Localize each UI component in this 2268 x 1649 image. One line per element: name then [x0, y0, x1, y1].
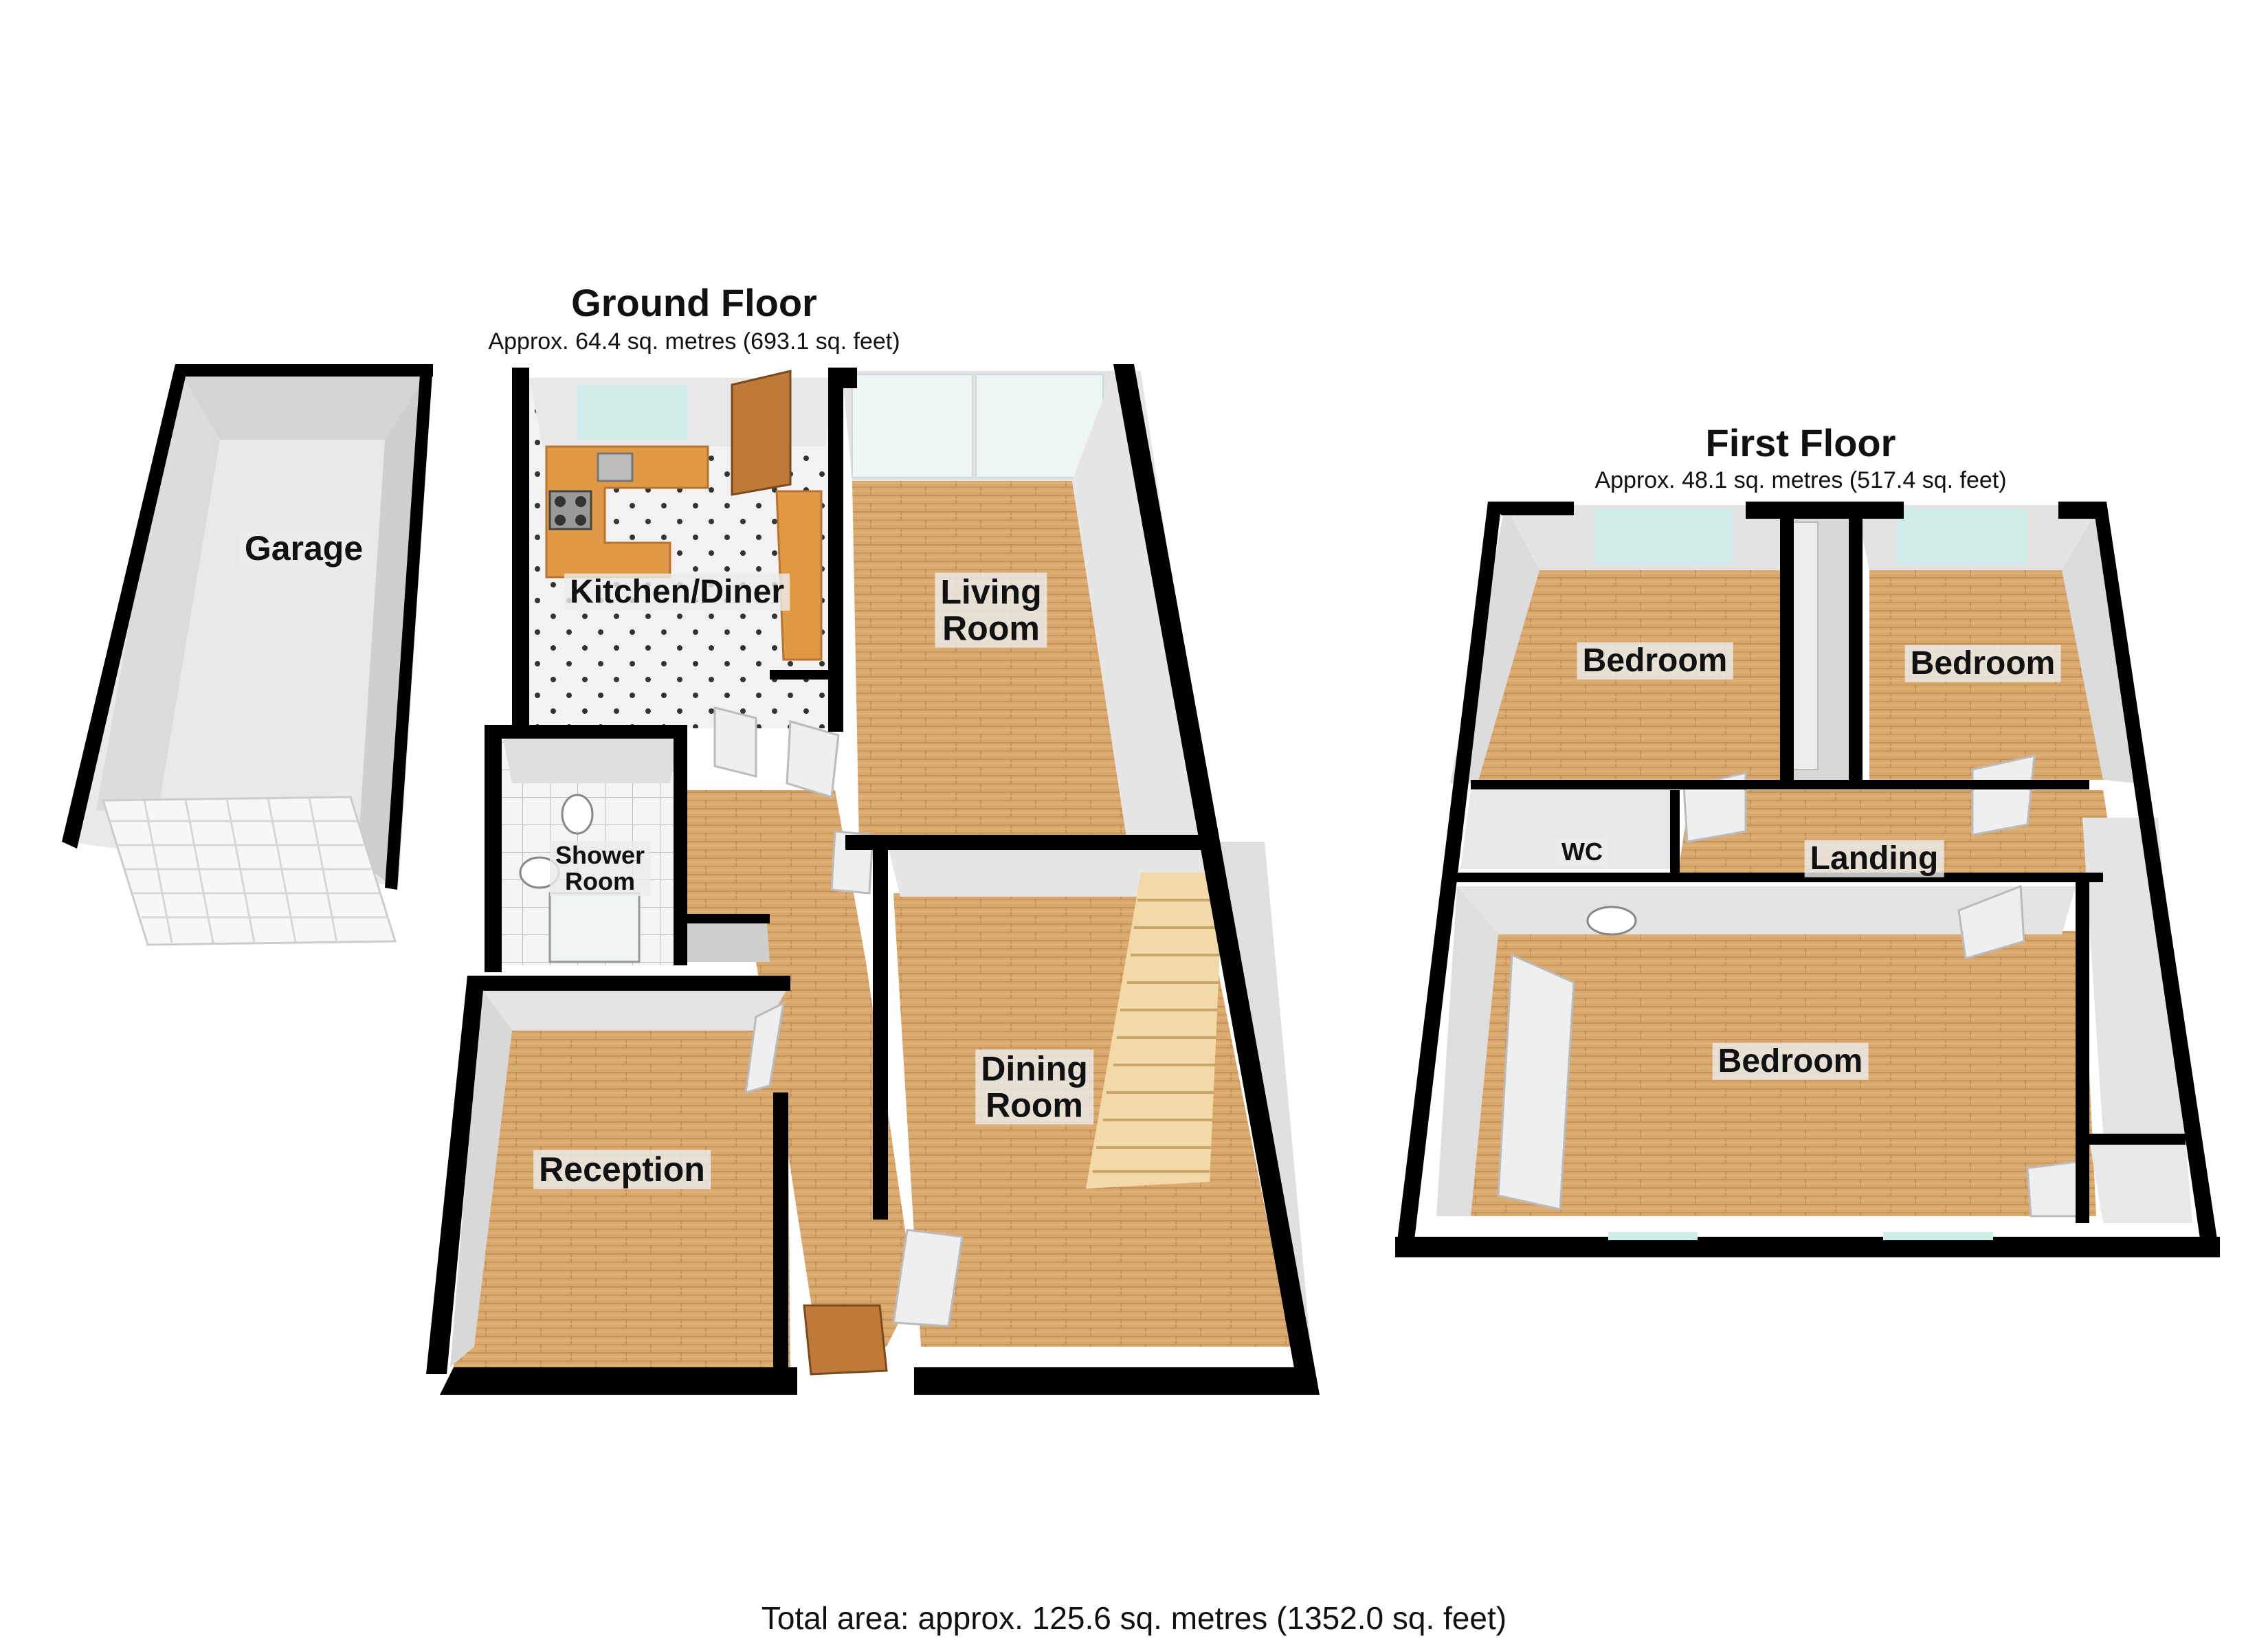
living-room-line1: Living — [940, 572, 1042, 612]
room-label-bedroom-right: Bedroom — [1904, 644, 2061, 683]
shower-room-line2: Room — [565, 867, 635, 895]
room-label-shower-room: Shower Room — [549, 841, 651, 896]
total-area: Total area: approx. 125.6 sq. metres (13… — [761, 1600, 1507, 1636]
room-label-kitchen-diner: Kitchen/Diner — [564, 573, 790, 612]
first-floor-plan — [1395, 502, 2220, 1257]
ground-floor-title: Ground Floor — [571, 281, 817, 324]
room-label-dining-room: Dining Room — [975, 1049, 1093, 1125]
ground-floor-area: Approx. 64.4 sq. metres (693.1 sq. feet) — [488, 328, 900, 355]
room-label-reception: Reception — [533, 1149, 711, 1189]
dining-room-line2: Room — [986, 1086, 1083, 1124]
room-label-bedroom-left: Bedroom — [1577, 642, 1733, 680]
dining-room-line1: Dining — [981, 1049, 1088, 1088]
room-label-bedroom-main: Bedroom — [1712, 1042, 1869, 1081]
shower-room-line1: Shower — [555, 841, 645, 870]
staircase — [1086, 873, 1223, 1189]
first-floor-area: Approx. 48.1 sq. metres (517.4 sq. feet) — [1594, 467, 2007, 493]
room-label-landing: Landing — [1804, 840, 1944, 878]
ground-floor-plan — [426, 364, 1320, 1395]
garage — [62, 364, 433, 946]
first-floor-title: First Floor — [1705, 421, 1896, 464]
room-label-garage: Garage — [238, 528, 369, 568]
living-room-line2: Room — [942, 609, 1040, 647]
room-label-wc: WC — [1556, 838, 1608, 866]
room-label-living-room: Living Room — [935, 572, 1047, 648]
